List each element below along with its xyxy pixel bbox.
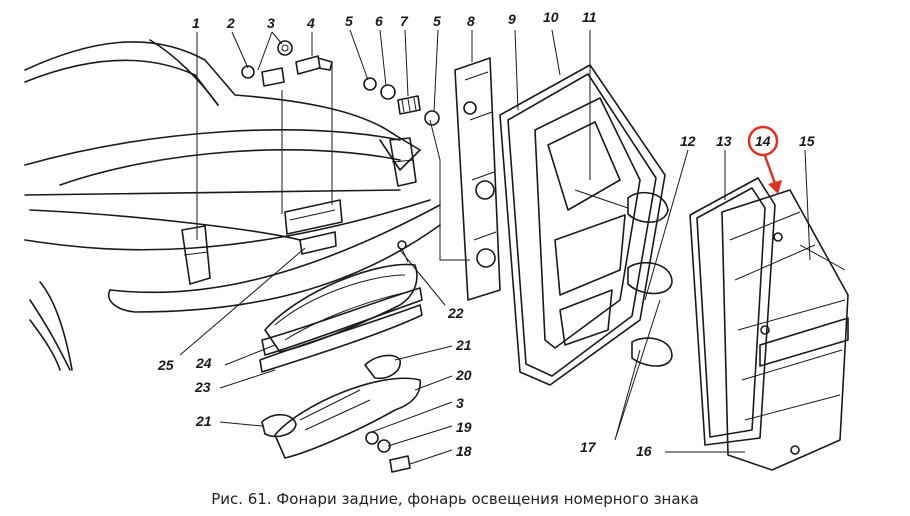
callout-13: 13 — [716, 133, 732, 149]
callout-20: 20 — [455, 367, 472, 383]
callout-1: 1 — [192, 15, 200, 31]
callout-23: 23 — [194, 379, 211, 395]
callout-2: 2 — [226, 15, 235, 31]
callout-5-second: 5 — [433, 13, 441, 29]
callout-17: 17 — [580, 439, 597, 455]
number-plate-lamp — [259, 240, 423, 373]
callout-6: 6 — [375, 13, 383, 29]
callout-21-right: 21 — [455, 337, 472, 353]
tail-lamp-lens — [689, 177, 849, 471]
callout-14: 14 — [755, 133, 771, 149]
tail-lamp-housing — [499, 64, 673, 386]
callout-21-left: 21 — [195, 413, 212, 429]
highlight-arrow — [763, 155, 778, 187]
callout-4: 4 — [306, 15, 315, 31]
callout-9: 9 — [508, 11, 516, 27]
highlight-circle — [747, 125, 779, 157]
callout-3-lower: 3 — [456, 395, 464, 411]
callout-16: 16 — [636, 443, 652, 459]
callout-19: 19 — [456, 419, 472, 435]
callout-5-top: 5 — [345, 13, 353, 29]
callout-3: 3 — [267, 15, 275, 31]
highlight-marker — [747, 125, 782, 194]
car-rear-body — [24, 39, 441, 371]
callout-24: 24 — [195, 355, 212, 371]
lamp-holder-plate — [454, 57, 501, 301]
leader-lines — [179, 29, 811, 465]
callout-15: 15 — [799, 133, 815, 149]
figure-caption: Рис. 61. Фонари задние, фонарь освещения… — [211, 490, 699, 508]
callout-25: 25 — [157, 357, 174, 373]
lamp-base — [261, 354, 421, 473]
callout-10: 10 — [543, 9, 559, 25]
callout-labels: 1 2 3 4 5 6 7 5 8 9 10 11 12 13 14 15 16… — [157, 9, 815, 459]
hardware-parts — [241, 40, 440, 126]
callout-22: 22 — [447, 305, 464, 321]
highlight-arrowhead — [768, 180, 782, 194]
callout-7: 7 — [400, 13, 409, 29]
callout-12: 12 — [680, 133, 696, 149]
callout-11: 11 — [582, 9, 597, 25]
callout-18: 18 — [456, 443, 472, 459]
callout-8: 8 — [467, 13, 475, 29]
